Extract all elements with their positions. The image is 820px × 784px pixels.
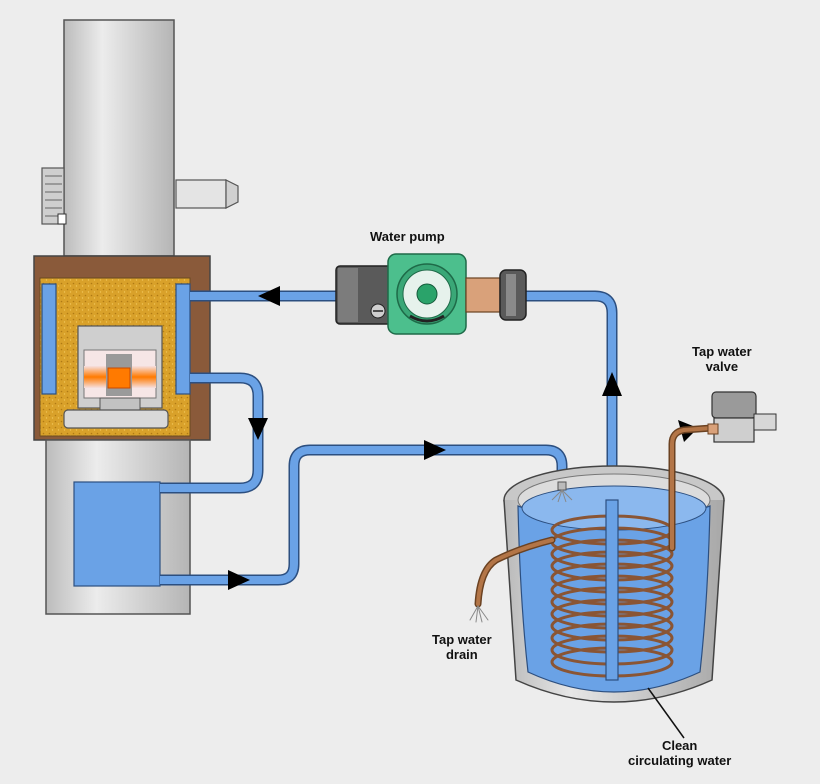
tap-water-drain-label-line2: drain <box>445 647 478 662</box>
water-tank <box>503 465 725 703</box>
arrow-up <box>602 372 622 396</box>
copper-lines <box>469 424 716 623</box>
arrow-right-upper <box>424 440 446 460</box>
arrow-left <box>258 286 280 306</box>
tap-water-valve-label-line2: valve <box>705 359 739 374</box>
clean-water-label-line1: Clean <box>661 738 698 753</box>
upper-cylinder <box>41 19 239 257</box>
clean-water-label: Clean circulating water <box>628 738 731 768</box>
water-pump <box>335 253 527 335</box>
tap-water-valve-label-line1: Tap water <box>692 344 752 359</box>
flow-arrows <box>228 286 698 590</box>
tap-water-drain-label: Tap water drain <box>432 632 492 662</box>
tap-water-valve <box>707 391 777 443</box>
clean-water-leader <box>647 687 685 739</box>
arrow-down <box>248 418 268 440</box>
lower-cylinder <box>45 439 191 615</box>
water-pump-label: Water pump <box>370 229 445 244</box>
furnace-housing <box>33 255 211 441</box>
clean-water-label-line2: circulating water <box>628 753 732 768</box>
tap-water-valve-label: Tap water valve <box>692 344 752 374</box>
tap-water-drain-label-line1: Tap water <box>432 632 492 647</box>
arrow-right-lower <box>228 570 250 590</box>
